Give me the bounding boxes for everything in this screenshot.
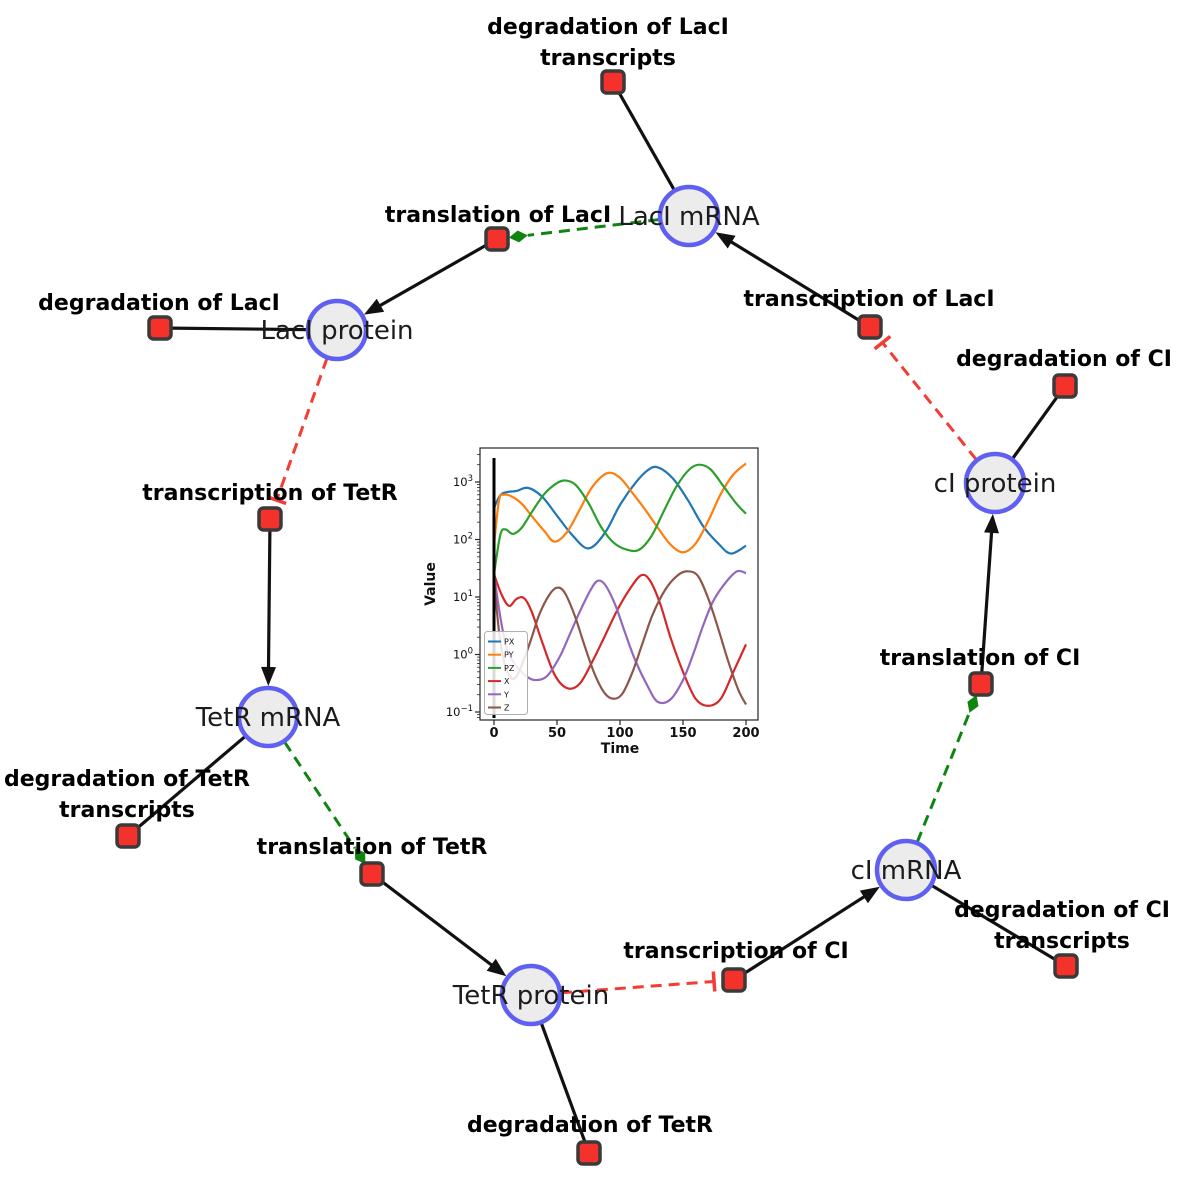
reaction-node-deg_ci xyxy=(1052,373,1078,399)
species-node-laci_mrna xyxy=(657,184,721,248)
edge-modifier-tetr_mrna-tl_tetr-arrowhead xyxy=(354,848,366,864)
chart-ytick-label: 103 xyxy=(453,474,473,489)
edge-production-tl_laci-laci_protein-arrowhead xyxy=(363,298,385,315)
nodes-layer xyxy=(115,69,1079,1166)
chart-series-X xyxy=(492,573,747,707)
chart-xtick-label: 200 xyxy=(732,726,759,741)
edge-inhibition-tetr_protein-tr_ci-tee xyxy=(711,971,717,992)
chart-series-PZ xyxy=(492,463,747,575)
edge-production-tl_tetr-tetr_protein xyxy=(371,872,503,974)
reaction-label-deg_laci: degradation of LacI xyxy=(38,291,280,316)
edge-production-tl_ci-ci_protein xyxy=(979,519,995,685)
species-label-laci_mrna: LacI mRNA xyxy=(618,202,759,232)
reaction-node-deg_laci xyxy=(147,315,173,341)
edge-inhibition-ci_protein-tr_laci xyxy=(881,341,978,461)
edge-consumption-laci_protein-deg_laci xyxy=(159,326,308,332)
edge-production-tr_tetr-tetr_mrna-arrowhead xyxy=(261,666,277,687)
edge-production-tr_laci-laci_mrna-arrowhead xyxy=(715,232,736,249)
reaction-node-deg_tetr_tx xyxy=(115,823,141,849)
edge-consumption-tetr_mrna-deg_tetr_tx xyxy=(126,735,247,838)
species-label-ci_mrna: cI mRNA xyxy=(851,856,962,886)
edge-inhibition-laci_protein-tr_tetr-tee xyxy=(266,495,287,506)
reaction-label-deg_tetr_tx: degradation of TetR xyxy=(4,767,250,792)
legend-label-PY: PY xyxy=(504,651,514,660)
edge-production-tl_tetr-tetr_protein-arrowhead xyxy=(486,958,507,977)
chart-xtick-label: 100 xyxy=(606,726,633,741)
reaction-node-deg_laci_tx xyxy=(600,69,626,95)
chart-xtick-label: 150 xyxy=(669,726,696,741)
reaction-node-tr_ci xyxy=(721,967,747,993)
chart-series-PX xyxy=(493,465,747,555)
edge-inhibition-ci_protein-tr_laci-tee xyxy=(873,334,892,351)
edge-production-tr_laci-laci_mrna xyxy=(719,233,871,329)
edge-production-tl_laci-laci_protein xyxy=(368,237,498,314)
labels-layer: degradation of LacI transcripts translatio… xyxy=(4,15,1172,1138)
reaction-node-tl_laci xyxy=(484,226,510,252)
reaction-label-tl_tetr: translation of TetR xyxy=(257,835,488,860)
edge-consumption-laci_mrna-deg_laci_tx xyxy=(611,81,676,191)
chart-xtick-label: 0 xyxy=(489,726,498,741)
chart-ytick-label: 102 xyxy=(453,532,473,547)
species-node-ci_mrna xyxy=(874,838,938,902)
edge-modifier-laci_mrna-tl_laci-arrowhead xyxy=(508,230,528,243)
edge-production-tr_tetr-tetr_mrna xyxy=(266,518,272,681)
species-node-tetr_mrna xyxy=(236,685,300,749)
reaction-node-deg_tetr xyxy=(576,1140,602,1166)
reaction-label-tr_laci: transcription of LacI xyxy=(743,287,994,312)
edge-consumption-ci_mrna-deg_ci_tx xyxy=(930,884,1067,968)
reaction-node-tr_laci xyxy=(857,314,883,340)
chart-ytick-label: 101 xyxy=(453,589,473,604)
edge-inhibition-laci_protein-tr_tetr xyxy=(275,357,329,501)
reaction-node-tl_ci xyxy=(968,671,994,697)
legend-label-Y: Y xyxy=(503,690,509,699)
species-node-laci_protein xyxy=(305,298,369,362)
edge-modifier-ci_mrna-tl_ci-arrowhead xyxy=(967,695,979,713)
edge-production-tl_ci-ci_protein-arrowhead xyxy=(984,513,1000,534)
edge-modifier-tetr_mrna-tl_tetr xyxy=(283,741,357,849)
species-node-ci_protein xyxy=(963,451,1027,515)
reaction-label-deg_laci_tx: transcripts xyxy=(540,46,676,71)
edge-production-tr_ci-ci_mrna-arrowhead xyxy=(859,886,880,904)
chart-ytick-label: 10−1 xyxy=(446,704,473,719)
legend-label-Z: Z xyxy=(504,704,510,713)
chart-series-PY xyxy=(492,462,747,554)
reaction-label-deg_tetr: degradation of TetR xyxy=(467,1113,713,1138)
edge-production-tr_ci-ci_mrna xyxy=(733,888,876,982)
chart-xtick-label: 50 xyxy=(548,726,566,741)
chart-ytick-label: 100 xyxy=(453,647,473,662)
species-label-tetr_mrna: TetR mRNA xyxy=(195,703,341,733)
species-label-laci_protein: LacI protein xyxy=(260,316,413,346)
reaction-node-deg_ci_tx xyxy=(1053,953,1079,979)
edges-layer xyxy=(126,81,1067,1154)
species-node-tetr_protein xyxy=(499,963,563,1027)
edge-consumption-tetr_protein-deg_tetr xyxy=(539,1022,591,1154)
reaction-label-deg_ci_tx: degradation of CI xyxy=(954,898,1170,923)
reaction-node-tl_tetr xyxy=(359,861,385,887)
reaction-label-deg_ci_tx: transcripts xyxy=(994,929,1130,954)
reaction-label-tl_laci: translation of LacI xyxy=(385,203,611,228)
reaction-label-tr_ci: transcription of CI xyxy=(623,939,848,964)
edge-modifier-laci_mrna-tl_laci xyxy=(527,218,660,237)
chart-axes-box xyxy=(479,447,759,721)
reaction-label-tr_tetr: transcription of TetR xyxy=(142,481,398,506)
reaction-label-tl_ci: translation of CI xyxy=(880,646,1081,671)
edge-inhibition-tetr_protein-tr_ci xyxy=(560,979,715,995)
reaction-label-deg_laci_tx: degradation of LacI xyxy=(487,15,729,40)
reaction-node-tr_tetr xyxy=(257,506,283,532)
species-label-ci_protein: cI protein xyxy=(934,469,1057,499)
chart-xlabel: Time xyxy=(601,741,639,757)
edge-modifier-ci_mrna-tl_ci xyxy=(915,712,971,843)
legend-label-PX: PX xyxy=(504,638,515,647)
chart-ylabel: Value xyxy=(423,562,439,606)
legend-label-X: X xyxy=(504,677,510,686)
reaction-label-deg_ci: degradation of CI xyxy=(956,347,1172,372)
species-label-tetr_protein: TetR protein xyxy=(452,981,609,1011)
legend-label-PZ: PZ xyxy=(504,664,515,673)
chart-series-Z xyxy=(492,570,747,706)
reaction-label-deg_tetr_tx: transcripts xyxy=(59,798,195,823)
